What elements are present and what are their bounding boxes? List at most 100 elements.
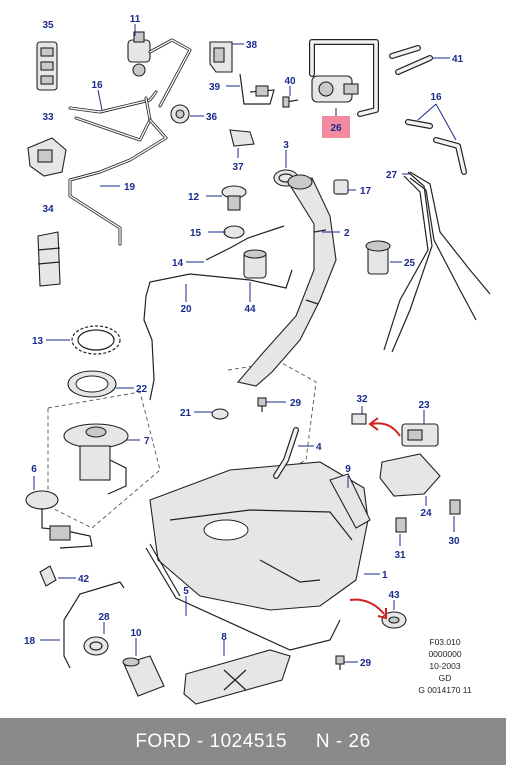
callout-41: 41 [452, 54, 464, 65]
callout-20: 20 [180, 304, 192, 315]
part-14-clip [205, 225, 285, 261]
part-44-valve [243, 249, 267, 279]
part-13-locking-ring [71, 325, 121, 355]
part-40-bolt [282, 96, 299, 108]
callout-16-right: 16 [430, 92, 442, 103]
callout-10: 10 [130, 628, 142, 639]
callout-35: 35 [42, 20, 54, 31]
part-31-bolt [395, 517, 407, 533]
reference-line-4: GD [438, 673, 452, 683]
part-32-clip [351, 413, 367, 425]
callout-3: 3 [283, 140, 289, 151]
callout-21: 21 [180, 408, 192, 419]
callout-14: 14 [172, 258, 184, 269]
part-37-clip [229, 129, 255, 147]
footer-brand: FORD [135, 730, 192, 752]
reference-line-3: 10-2003 [429, 661, 461, 671]
callout-26: 26 [330, 123, 342, 134]
footer-part-number: 1024515 [209, 730, 288, 752]
part-6-fuel-sender [25, 490, 93, 549]
part-21-grommet [211, 408, 229, 420]
part-38-bracket [209, 41, 233, 73]
part-number-footer: FORD - 1024515 N - 26 [0, 718, 506, 765]
part-22-seal [67, 370, 117, 398]
part-39-clip [239, 73, 275, 105]
callout-36: 36 [206, 112, 218, 123]
part-18-fuel-line [63, 581, 125, 669]
callout-28: 28 [98, 612, 110, 623]
part-10-fuel-filter [122, 655, 165, 697]
reference-line-5: G 0014170 11 [418, 685, 472, 695]
callout-24: 24 [420, 508, 432, 519]
part-43-grommet [381, 611, 407, 629]
part-8-heat-shield [183, 649, 291, 705]
callout-44: 44 [244, 304, 256, 315]
callout-29-lower: 29 [360, 658, 372, 669]
fuel-system-exploded-diagram: 35 11 38 40 41 16 39 16 33 36 26 3 37 27… [24, 14, 491, 705]
footer-position-label: N - 26 [315, 730, 371, 752]
callout-19: 19 [124, 182, 136, 193]
callout-18: 18 [24, 636, 36, 647]
part-20-fuel-line [143, 269, 293, 401]
red-arrow-to-32-head [368, 417, 379, 431]
callout-39: 39 [209, 82, 221, 93]
part-41-hose [389, 45, 433, 75]
reference-line-1: F03.010 [429, 637, 461, 647]
callout-30: 30 [448, 536, 460, 547]
callout-27: 27 [386, 170, 398, 181]
callout-37: 37 [232, 162, 244, 173]
callout-2: 2 [344, 228, 350, 239]
callout-29-upper: 29 [290, 398, 302, 409]
part-26-rollover-valve [309, 39, 379, 117]
part-29-screw-lower [335, 655, 345, 670]
part-11-valve [127, 31, 192, 108]
callout-25: 25 [404, 258, 416, 269]
reference-line-2: 0000000 [428, 649, 462, 659]
red-arrow-to-43 [349, 598, 385, 615]
footer-gap [287, 731, 316, 753]
red-arrow-to-43-head [377, 608, 387, 620]
part-5-tank-straps [145, 543, 341, 651]
callout-6: 6 [31, 464, 37, 475]
part-12-cap [221, 185, 247, 211]
callout-42: 42 [78, 574, 90, 585]
part-23-control-module [401, 423, 439, 447]
callout-12: 12 [188, 192, 200, 203]
callout-40: 40 [284, 76, 296, 87]
part-4-filler-hose [273, 427, 299, 479]
callout-8: 8 [221, 632, 227, 643]
drawing-reference-block: F03.010 0000000 10-2003 GD G 0014170 11 [400, 636, 490, 696]
part-24-module-bracket [379, 453, 441, 497]
part-25-check-valve [365, 240, 391, 275]
callout-1: 1 [382, 570, 388, 581]
callout-38: 38 [246, 40, 258, 51]
callout-22: 22 [136, 384, 148, 395]
part-15-seal [223, 225, 245, 239]
callout-leaders [33, 24, 457, 663]
part-30-bolt [449, 499, 461, 515]
part-16-vent-hoses [405, 119, 467, 175]
callout-33: 33 [42, 112, 54, 123]
callout-numbers: 35 11 38 40 41 16 39 16 33 36 26 3 37 27… [24, 14, 464, 669]
callout-17: 17 [360, 186, 372, 197]
footer-separator: - [191, 730, 210, 752]
part-34-connector [37, 231, 61, 287]
callout-16-left: 16 [91, 80, 103, 91]
part-1-fuel-tank [149, 461, 369, 611]
callout-4: 4 [316, 442, 322, 453]
part-7-fuel-pump [63, 423, 129, 495]
part-36-connector [170, 104, 190, 124]
callout-34: 34 [42, 204, 54, 215]
red-arrow-to-32 [371, 422, 401, 437]
part-2-filler-neck [236, 174, 337, 387]
callout-13: 13 [32, 336, 44, 347]
callout-5: 5 [183, 586, 189, 597]
part-42-float-arm [39, 565, 57, 587]
highlight-part-26 [322, 116, 350, 138]
part-9-bracket [329, 473, 371, 529]
part-16-fuel-lines [68, 90, 168, 246]
part-29-screw-upper [257, 397, 267, 412]
part-17-valve [333, 179, 349, 195]
callout-9: 9 [345, 464, 351, 475]
callout-43: 43 [388, 590, 400, 601]
